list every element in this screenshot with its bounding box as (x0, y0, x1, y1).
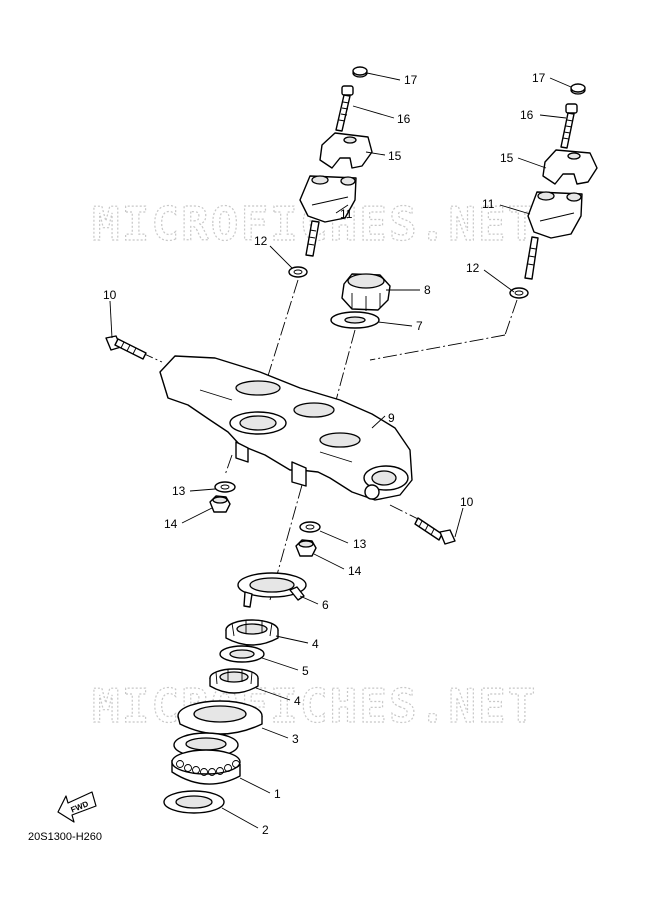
washer-5 (219, 645, 265, 663)
callout-9: 9 (388, 411, 395, 425)
callout-1: 1 (274, 787, 281, 801)
callout-4-bottom: 4 (294, 694, 301, 708)
ring-nut-4-bottom (209, 668, 259, 694)
pinch-bolt-10-right (414, 517, 456, 545)
callout-15-right: 15 (500, 151, 514, 165)
callout-11-right: 11 (482, 197, 495, 211)
washer-12-left (288, 266, 308, 278)
pinch-bolt-10-left (105, 335, 147, 360)
upper-bracket-9 (159, 355, 413, 501)
callout-13-right: 13 (353, 537, 367, 551)
handlebar-holder-upper-15-left (319, 132, 373, 169)
cap-17-left (352, 66, 368, 78)
nut-14-left (209, 495, 231, 513)
callout-13-left: 13 (172, 484, 186, 498)
bolt-16-left (335, 85, 354, 132)
callout-17-left: 17 (404, 73, 418, 87)
callout-16-left: 16 (397, 112, 411, 126)
callout-8: 8 (424, 283, 431, 297)
handlebar-holder-lower-11-right (524, 191, 583, 280)
callout-3: 3 (292, 732, 299, 746)
leader-lines (109, 72, 572, 829)
callout-10-right: 10 (460, 495, 474, 509)
washer-12-right (509, 287, 529, 299)
handlebar-holder-upper-15-right (542, 149, 598, 185)
callout-16-right: 16 (520, 108, 534, 122)
washer-13-left (214, 481, 236, 493)
bolt-16-right (560, 103, 578, 149)
callout-12-right: 12 (466, 261, 480, 275)
washer-7 (330, 311, 380, 329)
stem-nut-8 (341, 273, 391, 311)
forward-arrow-icon: FWD (57, 791, 97, 823)
nut-14-right (295, 539, 317, 557)
callout-11-left: 11 (340, 207, 353, 221)
callout-10-left: 10 (103, 288, 117, 302)
bearing-race-3 (177, 700, 263, 735)
callout-5: 5 (302, 664, 309, 678)
handlebar-holder-lower-11-left (299, 175, 357, 257)
callout-14-left: 14 (164, 517, 178, 531)
cap-17-right (570, 83, 586, 95)
dust-seal-2 (163, 790, 225, 814)
callout-7: 7 (416, 319, 423, 333)
washer-13-right (299, 521, 321, 533)
callout-14-right: 14 (348, 564, 362, 578)
watermark-bottom: MICROFICHES.NET (92, 679, 537, 733)
diagram-reference-code: 20S1300-H260 (28, 831, 102, 843)
callout-2: 2 (262, 823, 269, 837)
callout-4-top: 4 (312, 637, 319, 651)
callout-labels: 17 16 15 11 12 8 7 10 9 17 16 15 11 12 1… (103, 71, 546, 837)
callout-17-right: 17 (532, 71, 546, 85)
callout-6: 6 (322, 598, 329, 612)
callout-15-left: 15 (388, 149, 402, 163)
callout-12-left: 12 (254, 234, 268, 248)
ball-bearing-1 (171, 732, 241, 785)
ring-nut-4-top (225, 619, 279, 646)
lock-washer-6 (237, 572, 307, 608)
